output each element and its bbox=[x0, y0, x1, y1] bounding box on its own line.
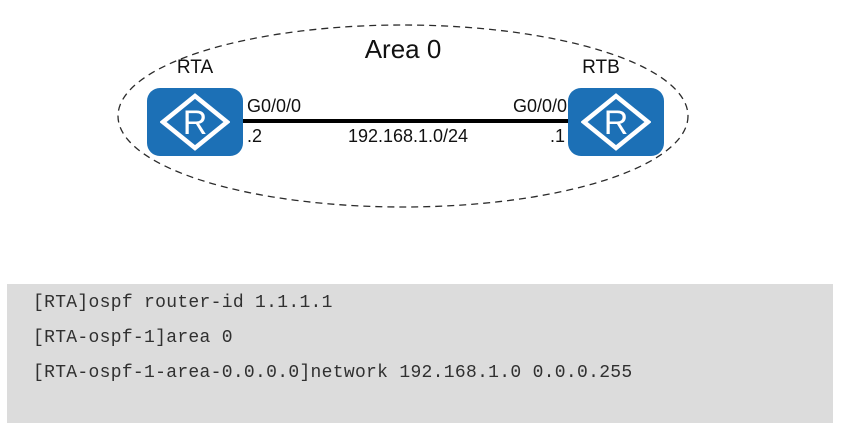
cli-line-network: [RTA-ospf-1-area-0.0.0.0]network 192.168… bbox=[33, 363, 633, 383]
router-rtb-node[interactable]: R bbox=[568, 88, 664, 156]
router-rta-label: RTA bbox=[176, 57, 214, 78]
router-icon-glyph: R bbox=[183, 104, 208, 142]
router-icon: R bbox=[581, 93, 651, 151]
cli-line-ospf: [RTA]ospf router-id 1.1.1.1 bbox=[33, 293, 333, 313]
rtb-interface-label: G0/0/0 bbox=[512, 96, 567, 116]
topology-canvas bbox=[117, 24, 689, 208]
rta-interface-label: G0/0/0 bbox=[247, 96, 302, 116]
cli-config-block: [RTA]ospf router-id 1.1.1.1 [RTA-ospf-1]… bbox=[7, 284, 833, 423]
router-rtb-label: RTB bbox=[582, 57, 620, 78]
network-address-label: 192.168.1.0/24 bbox=[347, 126, 469, 146]
router-icon-glyph: R bbox=[604, 104, 629, 142]
cli-line-area: [RTA-ospf-1]area 0 bbox=[33, 328, 233, 348]
area-label: Area 0 bbox=[364, 34, 442, 64]
router-icon: R bbox=[160, 93, 230, 151]
rtb-host-address-label: .1 bbox=[549, 126, 565, 146]
rta-host-address-label: .2 bbox=[247, 126, 263, 146]
area-boundary-ellipse bbox=[117, 24, 689, 208]
router-rta-node[interactable]: R bbox=[147, 88, 243, 156]
